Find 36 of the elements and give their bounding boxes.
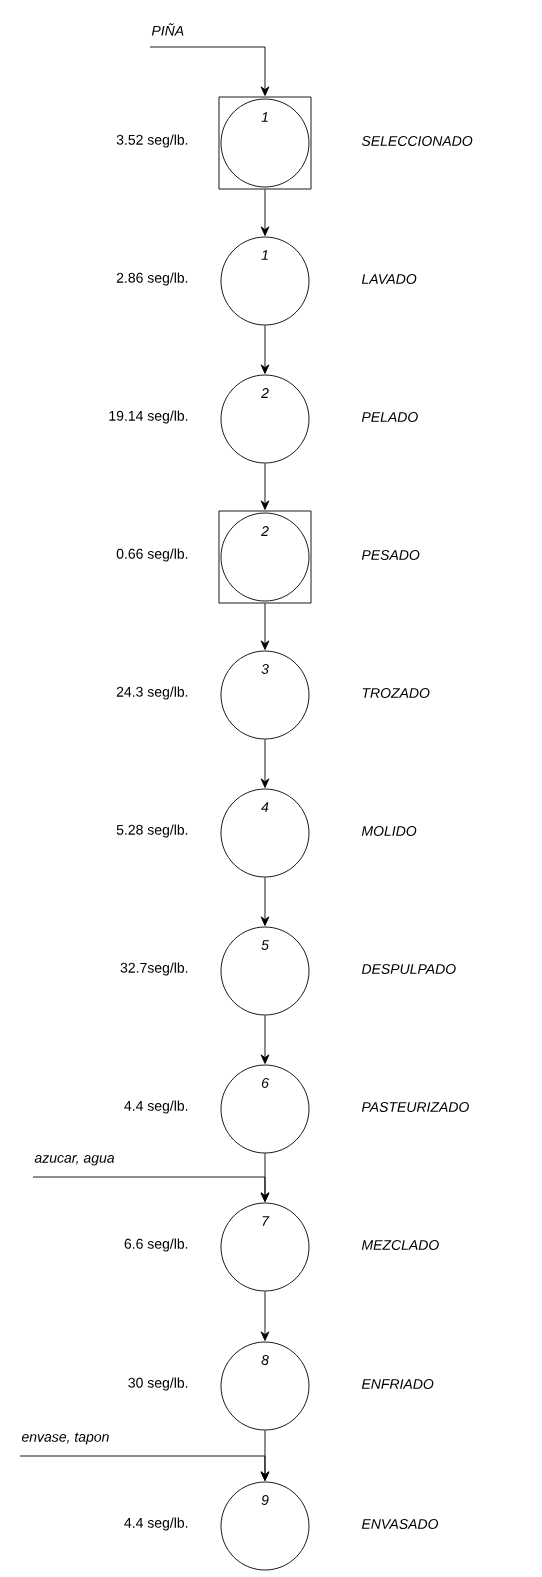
arrow xyxy=(260,739,270,788)
step-name: MEZCLADO xyxy=(361,1240,439,1250)
arrow xyxy=(260,1291,270,1341)
arrow xyxy=(32,1176,270,1202)
step-name: TROZADO xyxy=(362,688,430,698)
arrow xyxy=(260,463,270,510)
time-label: 2.86 seg/lb. xyxy=(116,272,188,286)
input-label: envase, tapon xyxy=(21,1432,109,1445)
step-name: PESADO xyxy=(361,550,420,560)
time-label: 24.3 seg/lb. xyxy=(116,686,188,700)
step-name: SELECCIONADO xyxy=(361,136,473,146)
step-name: PELADO xyxy=(361,412,418,422)
arrow xyxy=(260,1015,270,1064)
arrow xyxy=(260,189,270,236)
step-name: PASTEURIZADO xyxy=(361,1102,469,1112)
time-label: 4.4 seg/lb. xyxy=(124,1517,188,1531)
arrow xyxy=(260,603,270,650)
time-label: 3.52 seg/lb. xyxy=(116,134,188,148)
time-label: 19.14 seg/lb. xyxy=(109,410,188,424)
step-name: ENFRIADO xyxy=(361,1379,434,1389)
time-label: 32.7seg/lb. xyxy=(120,962,188,976)
time-label: 5.28 seg/lb. xyxy=(116,824,188,838)
arrow xyxy=(260,877,270,926)
time-label: 4.4 seg/lb. xyxy=(124,1100,188,1114)
input-label: PIÑA xyxy=(151,23,184,36)
step-name: MOLIDO xyxy=(361,826,417,836)
time-label: 6.6 seg/lb. xyxy=(124,1238,188,1252)
arrow xyxy=(260,325,270,374)
step-name: ENVASADO xyxy=(361,1519,439,1529)
time-label: 30 seg/lb. xyxy=(128,1377,188,1391)
arrow xyxy=(149,46,270,96)
step-name: DESPULPADO xyxy=(361,964,456,974)
step-name: LAVADO xyxy=(361,274,417,284)
arrow xyxy=(19,1455,270,1481)
time-label: 0.66 seg/lb. xyxy=(116,548,188,562)
input-label: azucar, agua xyxy=(34,1155,115,1166)
